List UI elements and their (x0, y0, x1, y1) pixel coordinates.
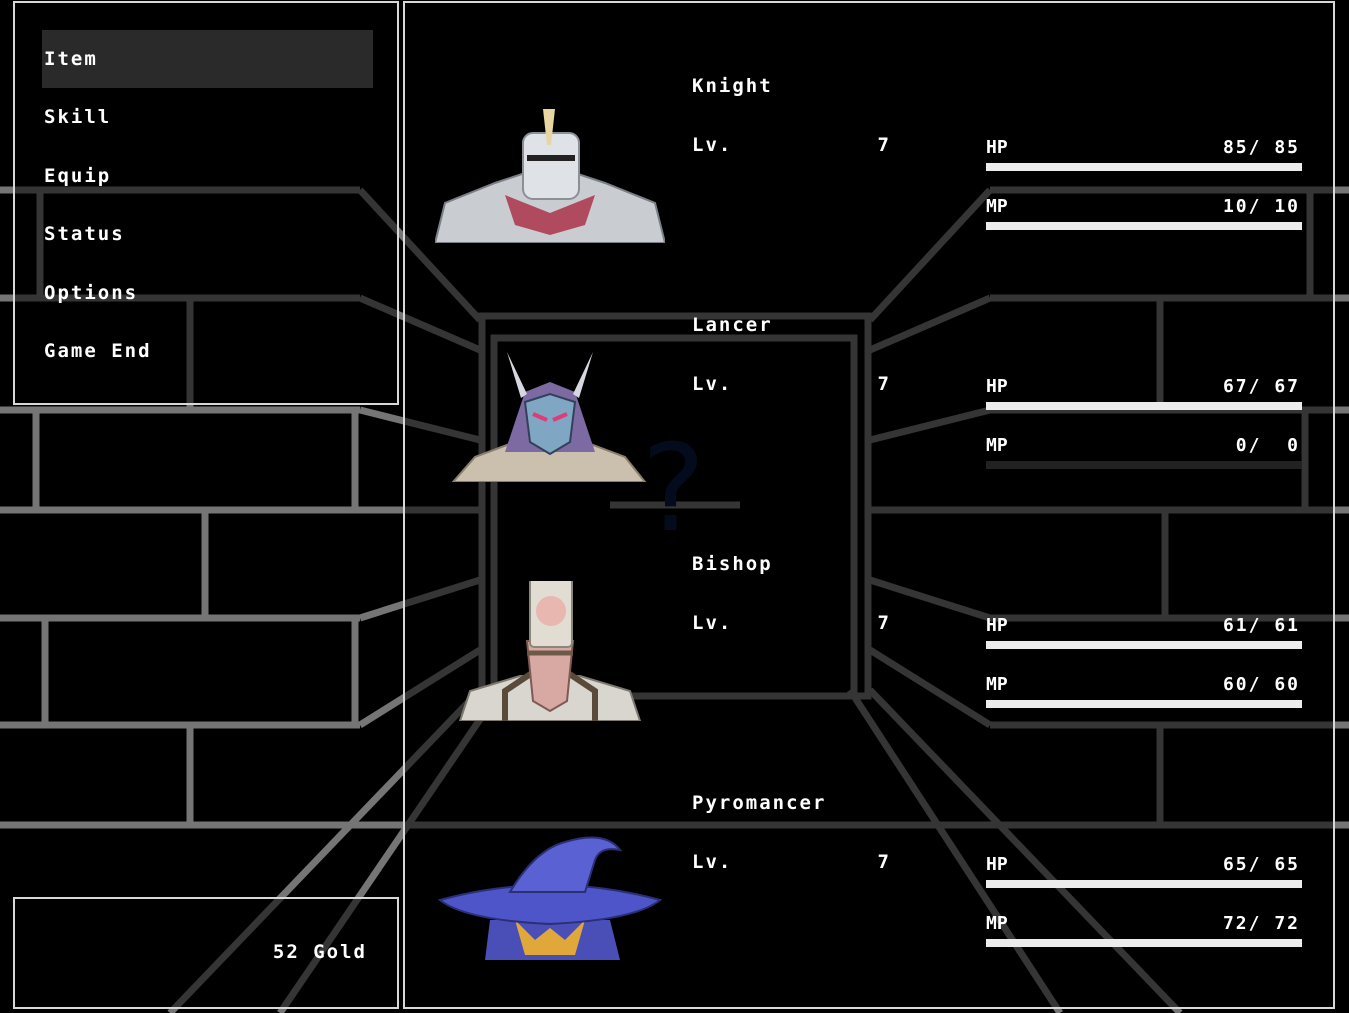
mp-label: MP (986, 196, 1008, 217)
gold-amount: 52 Gold (272, 941, 367, 963)
hp-bar-fill (986, 641, 1302, 649)
hp-label: HP (986, 137, 1008, 158)
party-member-pyromancer[interactable]: Pyromancer Lv. 7 HP 65/ 65 MP 72/ 72 (405, 720, 1333, 960)
menu-item-label: Status (44, 223, 125, 245)
hp-value: 85/ 85 (1222, 137, 1300, 158)
menu-item-status[interactable]: Status (42, 205, 373, 263)
mp-label: MP (986, 913, 1008, 934)
menu-item-label: Options (44, 282, 139, 304)
hp-bar (986, 163, 1302, 171)
menu-item-label: Item (44, 48, 98, 70)
party-member-knight[interactable]: Knight Lv. 7 HP 85/ 85 MP 10/ 10 (405, 3, 1333, 243)
hp-bar (986, 880, 1302, 888)
hp-bar-fill (986, 402, 1302, 410)
menu-item-item[interactable]: Item (42, 30, 373, 88)
menu-item-skill[interactable]: Skill (42, 88, 373, 146)
mp-gauge: MP 72/ 72 (986, 913, 1304, 953)
hp-gauge: HP 85/ 85 (986, 137, 1304, 177)
hp-bar-fill (986, 880, 1302, 888)
menu-item-label: Equip (44, 165, 112, 187)
mp-bar (986, 939, 1302, 947)
hp-label: HP (986, 376, 1008, 397)
mp-bar (986, 222, 1302, 230)
level-label: Lv. (692, 851, 733, 873)
mp-bar-fill (986, 700, 1302, 708)
actor-name: Knight (692, 75, 773, 97)
bishop-portrait-icon (458, 581, 642, 721)
mp-bar-fill (986, 222, 1302, 230)
hp-gauge: HP 65/ 65 (986, 854, 1304, 894)
mp-gauge: MP 0/ 0 (986, 435, 1304, 475)
mp-bar (986, 700, 1302, 708)
menu-item-label: Game End (44, 340, 152, 362)
level-value: 7 (877, 373, 889, 395)
hp-gauge: HP 67/ 67 (986, 376, 1304, 416)
hp-value: 65/ 65 (1222, 854, 1300, 875)
knight-portrait-icon (435, 109, 665, 243)
hp-label: HP (986, 615, 1008, 636)
mp-value: 60/ 60 (1222, 674, 1300, 695)
menu-item-options[interactable]: Options (42, 264, 373, 322)
hp-bar (986, 402, 1302, 410)
actor-name: Bishop (692, 553, 773, 575)
party-status-window: Knight Lv. 7 HP 85/ 85 MP 10/ 10 Lancer … (403, 1, 1335, 1009)
mp-gauge: MP 60/ 60 (986, 674, 1304, 714)
hp-bar-fill (986, 163, 1302, 171)
mp-value: 72/ 72 (1222, 913, 1300, 934)
mp-label: MP (986, 435, 1008, 456)
actor-name: Pyromancer (692, 792, 827, 814)
menu-item-equip[interactable]: Equip (42, 147, 373, 205)
menu-item-game-end[interactable]: Game End (42, 322, 373, 380)
mp-bar (986, 461, 1302, 469)
level-label: Lv. (692, 373, 733, 395)
hp-bar (986, 641, 1302, 649)
level-value: 7 (877, 134, 889, 156)
hp-gauge: HP 61/ 61 (986, 615, 1304, 655)
level-label: Lv. (692, 612, 733, 634)
hp-label: HP (986, 854, 1008, 875)
mp-label: MP (986, 674, 1008, 695)
hp-value: 67/ 67 (1222, 376, 1300, 397)
party-member-lancer[interactable]: Lancer Lv. 7 HP 67/ 67 MP 0/ 0 (405, 242, 1333, 482)
mp-value: 0/ 0 (1222, 435, 1300, 456)
command-menu-window: Item Skill Equip Status Options Game End (13, 1, 399, 405)
mp-bar-fill (986, 939, 1302, 947)
level-value: 7 (877, 851, 889, 873)
mp-value: 10/ 10 (1222, 196, 1300, 217)
level-label: Lv. (692, 134, 733, 156)
gold-window: 52 Gold (13, 897, 399, 1009)
mp-gauge: MP 10/ 10 (986, 196, 1304, 236)
hp-value: 61/ 61 (1222, 615, 1300, 636)
party-member-bishop[interactable]: Bishop Lv. 7 HP 61/ 61 MP 60/ 60 (405, 481, 1333, 721)
pyromancer-portrait-icon (437, 836, 663, 960)
actor-name: Lancer (692, 314, 773, 336)
level-value: 7 (877, 612, 889, 634)
menu-item-label: Skill (44, 106, 112, 128)
lancer-portrait-icon (451, 352, 647, 482)
